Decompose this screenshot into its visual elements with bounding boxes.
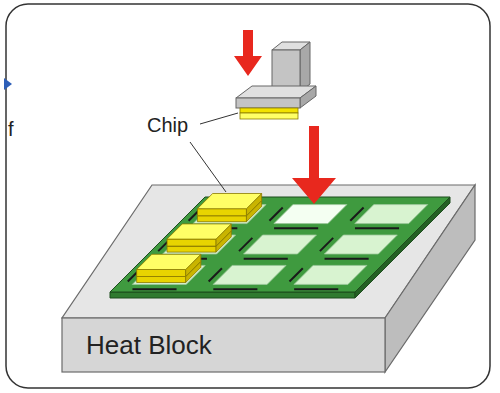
bullet-mark bbox=[4, 78, 12, 90]
pad-mark bbox=[274, 227, 318, 229]
press-arrow bbox=[234, 30, 262, 76]
heat-block-front bbox=[62, 318, 385, 372]
pad-mark bbox=[239, 238, 252, 251]
pad-mark bbox=[244, 258, 288, 260]
bond-pad bbox=[324, 235, 397, 254]
pad-mark bbox=[355, 227, 399, 229]
bond-pad bbox=[355, 205, 428, 224]
bond-pad bbox=[244, 235, 317, 254]
chip bbox=[167, 239, 216, 246]
chip bbox=[167, 246, 216, 252]
bond-pad bbox=[213, 265, 286, 284]
pad-mark bbox=[294, 288, 338, 290]
heat-block-face: Heat Block bbox=[62, 318, 385, 372]
substrate bbox=[110, 194, 450, 299]
panel-frame bbox=[6, 4, 490, 388]
place-arrow bbox=[292, 126, 336, 204]
chip bbox=[197, 216, 246, 222]
bond-pad bbox=[274, 205, 347, 224]
leader-line bbox=[190, 142, 226, 192]
leader-line bbox=[200, 113, 238, 124]
chip bbox=[167, 224, 231, 239]
chip bbox=[137, 254, 201, 269]
substrate-edge bbox=[110, 292, 355, 298]
chip bbox=[137, 277, 186, 283]
pad-mark bbox=[350, 207, 363, 220]
part-label: Chip bbox=[147, 114, 188, 137]
chip bbox=[197, 209, 246, 216]
pad-mark bbox=[269, 207, 282, 220]
block-label: Heat Block bbox=[86, 330, 385, 361]
substrate-top bbox=[110, 197, 450, 292]
pad-mark bbox=[213, 288, 257, 290]
bond-pad bbox=[294, 265, 367, 284]
pad-mark bbox=[209, 268, 222, 281]
chip bbox=[137, 270, 186, 277]
cropped-text: f bbox=[8, 118, 14, 141]
pad-mark bbox=[132, 288, 176, 290]
chip bbox=[197, 194, 261, 209]
pad-mark bbox=[290, 268, 303, 281]
pad-mark bbox=[325, 258, 369, 260]
pad-mark bbox=[320, 238, 333, 251]
